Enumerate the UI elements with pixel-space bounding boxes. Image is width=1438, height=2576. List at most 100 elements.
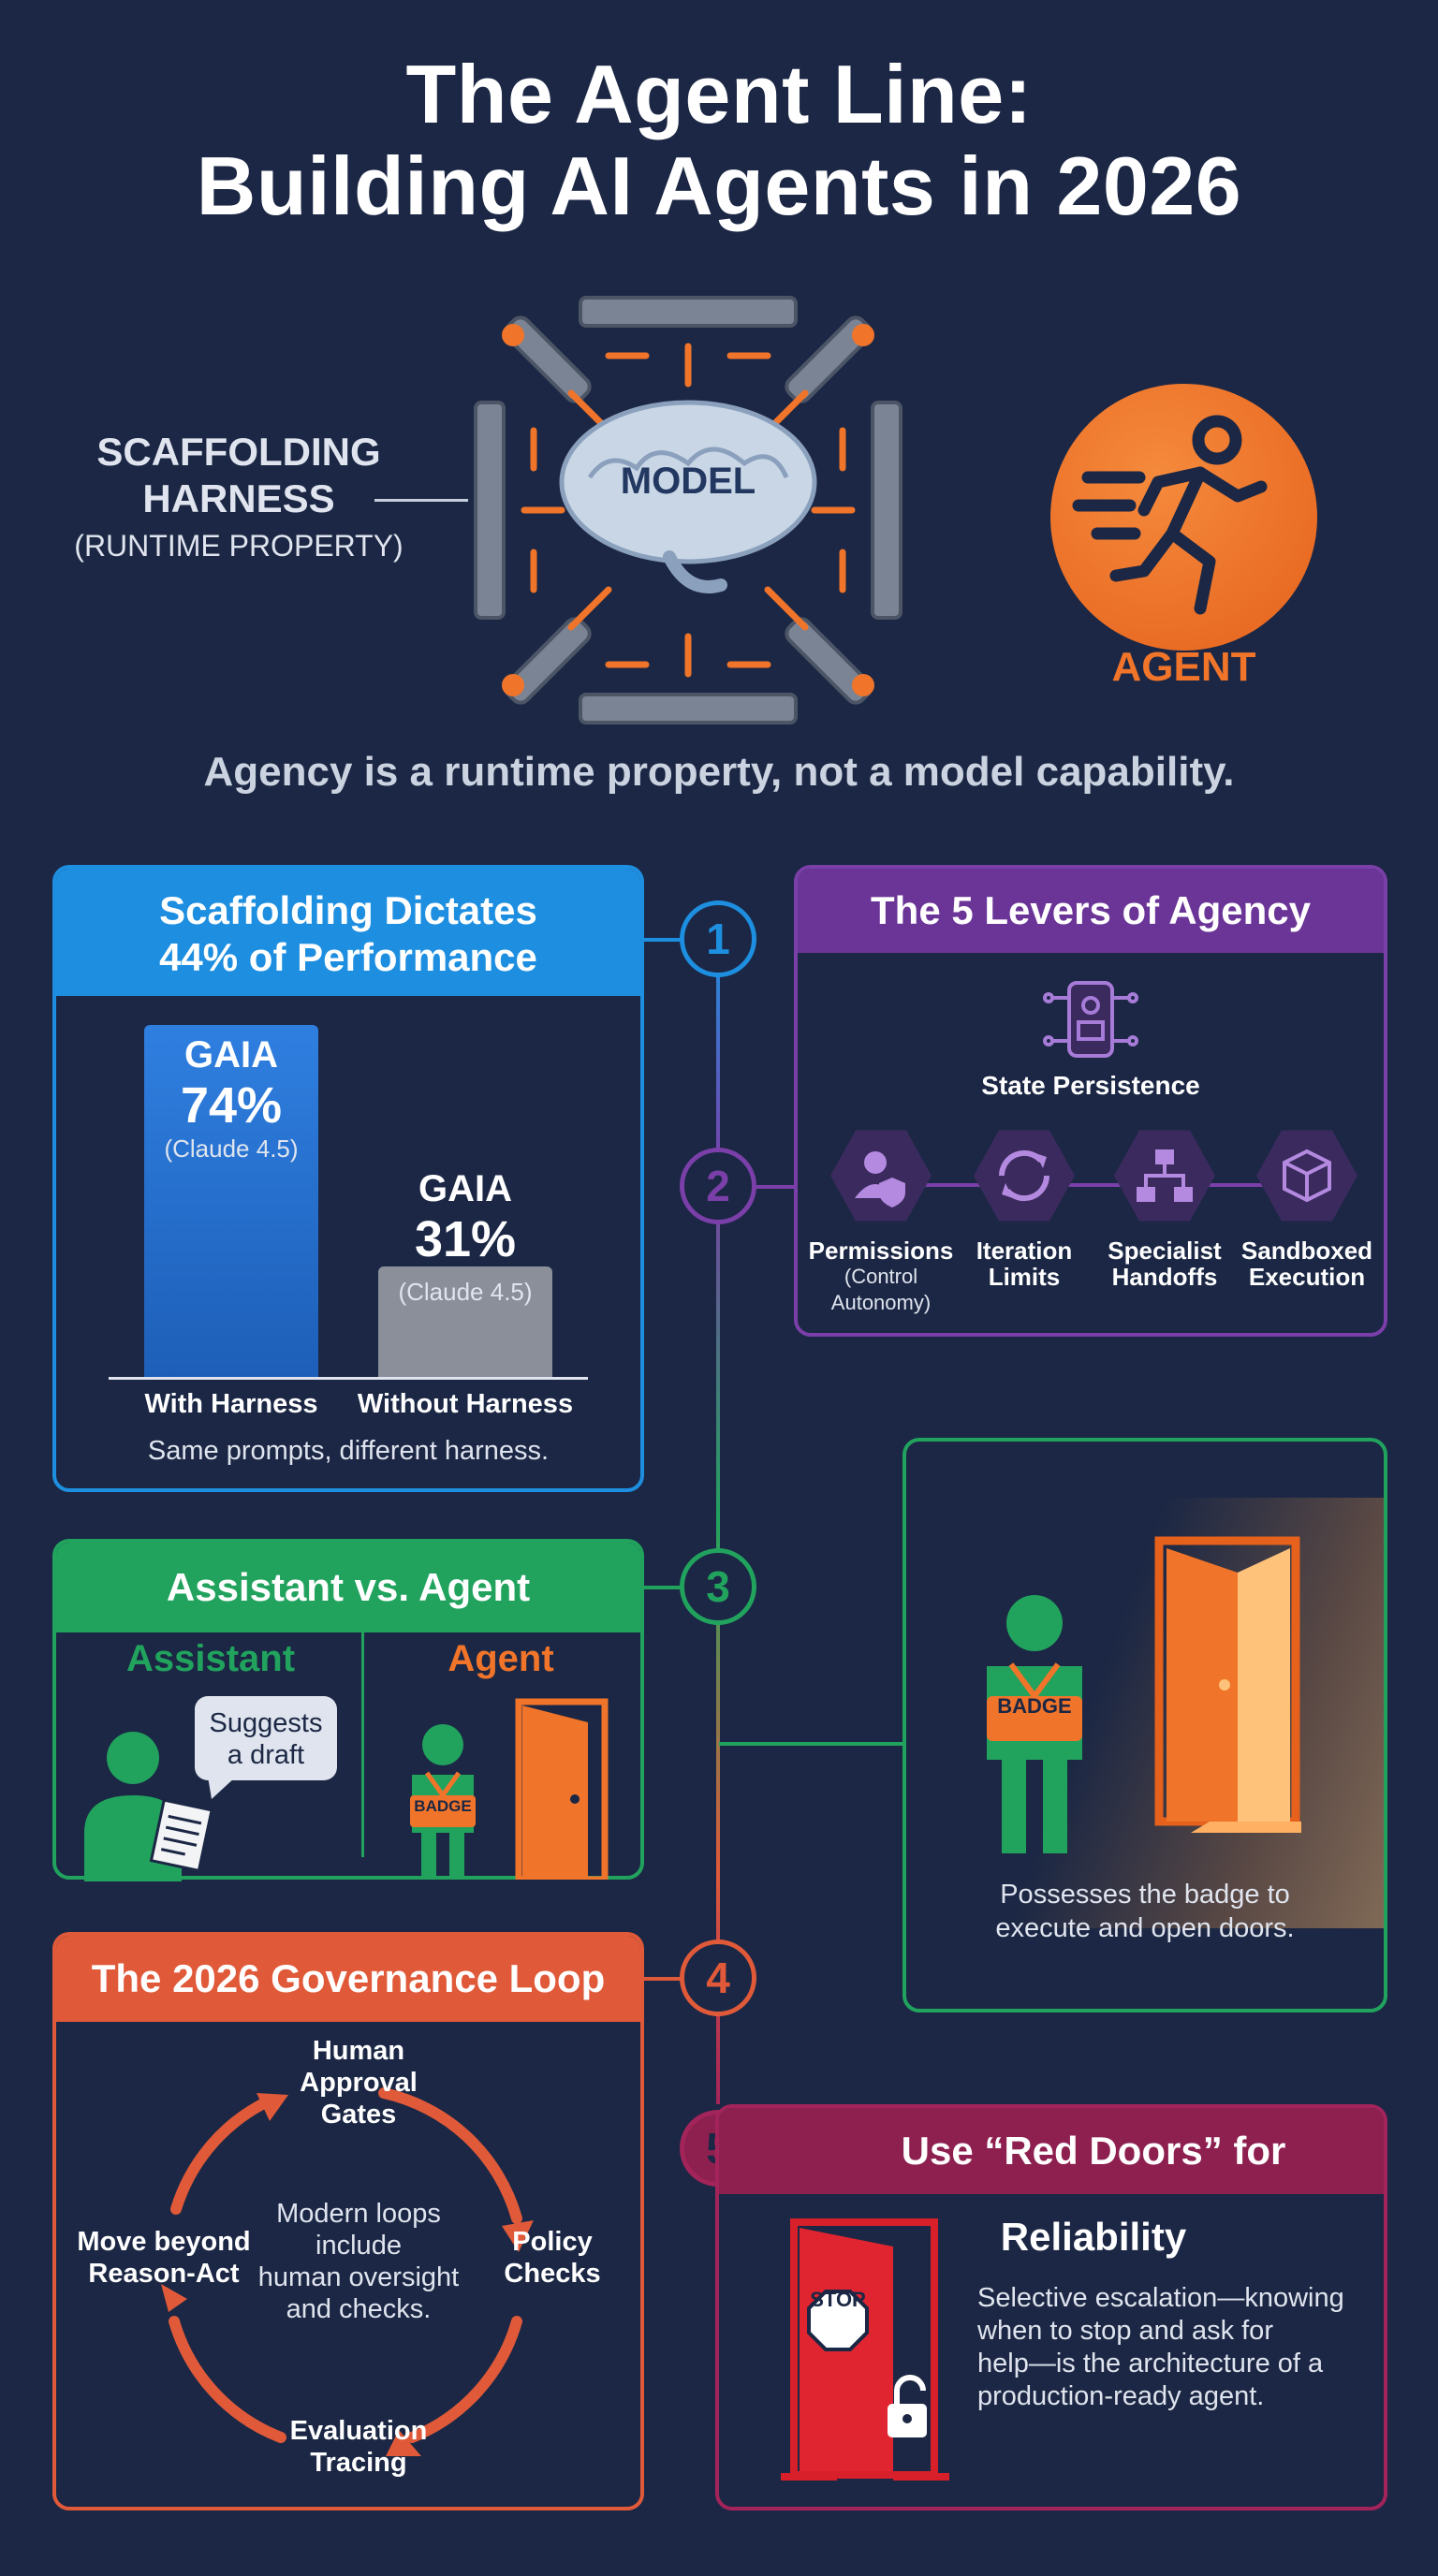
section5-heading: Use “Red Doors” for Reliability [719, 2108, 1384, 2259]
red-doors-line4: production-ready agent. [977, 2381, 1265, 2411]
section1-heading-line2: 44% of Performance [159, 935, 537, 979]
loop-bottom: Evaluation Tracing [246, 2415, 471, 2479]
lever-sandboxed-line1: Sandboxed [1240, 1237, 1373, 1265]
tagline: Agency is a runtime property, not a mode… [203, 749, 1235, 795]
agent-label: AGENT [1111, 644, 1256, 690]
section3-heading: Assistant vs. Agent [56, 1543, 640, 1632]
title-line-2: Building AI Agents in 2026 [196, 139, 1242, 232]
red-doors-line1: Selective escalation—knowing [977, 2283, 1344, 2313]
bar-with-harness [144, 1025, 318, 1377]
loop-right-line1: Policy [512, 2227, 593, 2257]
lever-iteration-line2: Limits [988, 1263, 1061, 1291]
sandbox-cube-icon [1283, 1149, 1331, 1203]
red-doors-line3: help—is the architecture of a [977, 2349, 1324, 2378]
agent-col-label: Agent [448, 1638, 554, 1679]
bar2-model: (Claude 4.5) [398, 1278, 533, 1306]
person-shield-icon [855, 1151, 905, 1208]
lever-sandboxed-line2: Execution [1248, 1263, 1366, 1291]
bar-without-harness [378, 1266, 552, 1377]
scaffolding-label: SCAFFOLDING HARNESS (RUNTIME PROPERTY) [56, 429, 421, 569]
speech-bubble-tail [208, 1777, 236, 1799]
bar1-labels: GAIA 74% (Claude 4.5) [144, 1034, 318, 1164]
scaffolding-label-line2: HARNESS [142, 476, 335, 520]
loop-left-line1: Move beyond [77, 2227, 251, 2257]
bubble-line1: Suggests [209, 1708, 323, 1738]
timeline-node-4: 4 [680, 1939, 756, 2016]
stop-sign-text: STOP [810, 2288, 866, 2311]
section2-heading: The 5 Levers of Agency [798, 869, 1384, 953]
bubble-line2: a draft [227, 1740, 305, 1770]
red-door-icon [781, 2218, 949, 2481]
lever-handoffs-line2: Handoffs [1111, 1263, 1218, 1291]
scaffolding-label-line1: SCAFFOLDING [96, 430, 381, 474]
section-governance-loop: The 2026 Governance Loop [52, 1932, 644, 2510]
loop-center-line2: include [315, 2231, 402, 2261]
page-title: The Agent Line: Building AI Agents in 20… [0, 49, 1438, 232]
lever-permissions-label: Permissions [808, 1237, 954, 1265]
loop-bottom-line2: Tracing [310, 2448, 407, 2478]
bar2-category: Without Harness [357, 1389, 574, 1419]
badge-agent-icon [987, 1595, 1082, 1853]
levers-connector [861, 1183, 1348, 1187]
bar2-labels: GAIA 31% [378, 1168, 552, 1268]
timeline-node-3: 3 [680, 1548, 756, 1625]
loop-left-line2: Reason-Act [88, 2259, 240, 2289]
red-doors-line2: when to stop and ask for [977, 2316, 1273, 2346]
speech-bubble [195, 1696, 337, 1780]
loop-center-line1: Modern loops [276, 2199, 441, 2229]
assistant-label: Assistant [125, 1638, 296, 1679]
lever-iteration: Iteration Limits [950, 1237, 1098, 1290]
top-lever-label: State Persistence [981, 1071, 1200, 1100]
scaffolding-label-sub: (RUNTIME PROPERTY) [74, 529, 404, 563]
loop-center-line4: and checks. [286, 2294, 432, 2324]
state-persistence-icon [1043, 981, 1138, 1058]
lever-sandboxed: Sandboxed Execution [1233, 1237, 1381, 1290]
red-doors-text: Selective escalation—knowing when to sto… [977, 2282, 1371, 2413]
timeline-node-1: 1 [680, 900, 756, 977]
loop-top-line3: Gates [320, 2100, 397, 2130]
bar1-category: With Harness [144, 1389, 318, 1419]
loop-center: Modern loops include human oversight and… [251, 2198, 466, 2325]
loop-right: Policy Checks [468, 2226, 637, 2290]
loop-left: Move beyond Reason-Act [66, 2226, 262, 2290]
scaffolding-frame-icon [474, 296, 902, 724]
bar1-model: (Claude 4.5) [164, 1134, 299, 1163]
badge-caption-line1: Possesses the badge to [1000, 1880, 1290, 1910]
lever-permissions-sub2: Autonomy) [830, 1291, 932, 1314]
section1-heading-line1: Scaffolding Dictates [159, 888, 537, 932]
speech-bubble-text: Suggests a draft [195, 1707, 337, 1771]
lever-handoffs: Specialist Handoffs [1091, 1237, 1239, 1290]
assistant-person-icon [84, 1732, 213, 1881]
bar1-benchmark: GAIA [184, 1034, 278, 1076]
timeline-node-2: 2 [680, 1148, 756, 1224]
agent-door-icon [515, 1698, 609, 1880]
bar1-value: 74% [180, 1077, 283, 1134]
big-badge-text: BADGE [997, 1694, 1072, 1718]
section1-note: Same prompts, different harness. [147, 1436, 550, 1466]
loop-center-line3: human oversight [257, 2262, 460, 2292]
section1-heading: Scaffolding Dictates 44% of Performance [56, 869, 640, 996]
refresh-icon [998, 1149, 1050, 1202]
loop-bottom-line1: Evaluation [289, 2416, 428, 2446]
loop-top-line1: Human [312, 2036, 405, 2066]
loop-right-line2: Checks [504, 2259, 601, 2289]
section-levers-of-agency: The 5 Levers of Agency [794, 865, 1387, 1337]
section4-heading: The 2026 Governance Loop [56, 1936, 640, 2022]
lever-permissions: Permissions (Control Autonomy) [807, 1237, 955, 1316]
agent-person-icon [410, 1724, 476, 1880]
running-person-icon [1072, 415, 1268, 615]
scaffolding-pointer-line [374, 499, 468, 502]
assistant-agent-divider [361, 1632, 364, 1857]
connector-2 [719, 1185, 794, 1189]
bar2-benchmark: GAIA [418, 1168, 512, 1209]
loop-arrows-icon [161, 2087, 534, 2456]
lever-iteration-line1: Iteration [976, 1237, 1073, 1265]
small-badge-text: BADGE [414, 1797, 472, 1815]
bar2-value: 31% [414, 1211, 517, 1267]
model-label: MODEL [620, 461, 756, 502]
loop-top: Human Approval Gates [265, 2035, 452, 2130]
hierarchy-icon [1137, 1149, 1193, 1202]
loop-top-line2: Approval [300, 2068, 418, 2098]
connector-3-right [719, 1742, 902, 1746]
chart-baseline [109, 1377, 588, 1380]
